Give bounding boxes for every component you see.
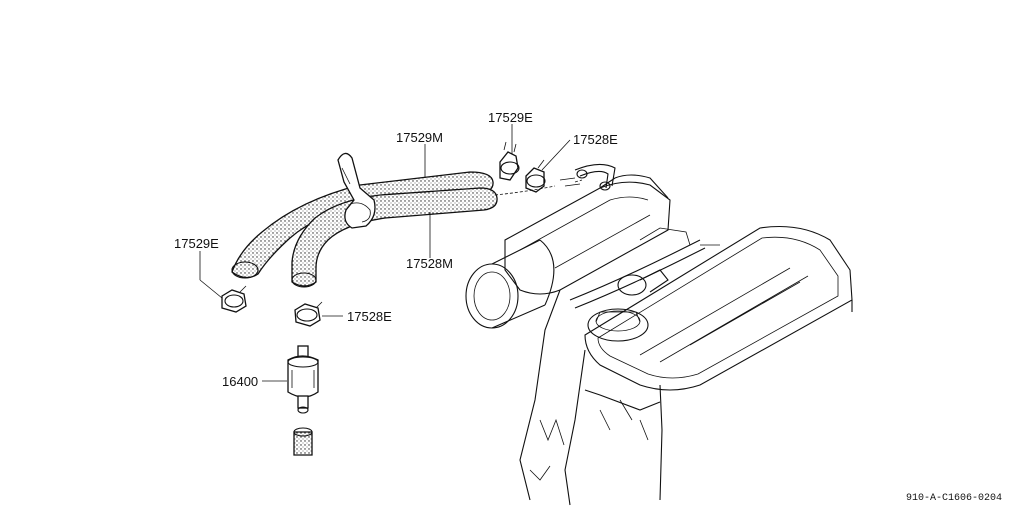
clamp-17529e-left[interactable] bbox=[221, 285, 247, 313]
fuel-hose-17528m[interactable] bbox=[291, 187, 498, 288]
clamp-17528e-mid[interactable] bbox=[294, 301, 323, 327]
figure-code: 910-A-C1606-0204 bbox=[906, 493, 1002, 504]
label-17528m: 17528M bbox=[406, 256, 453, 271]
label-16400: 16400 bbox=[222, 374, 258, 389]
hose-bracket bbox=[337, 152, 376, 229]
label-17528e-mid: 17528E bbox=[347, 309, 392, 324]
fuel-filter-16400[interactable] bbox=[287, 345, 319, 414]
label-17529m: 17529M bbox=[396, 130, 443, 145]
leader-lines bbox=[199, 124, 720, 382]
filter-outlet-hose bbox=[293, 427, 313, 456]
label-17529e-top: 17529E bbox=[488, 110, 533, 125]
fuel-pipe-fitting bbox=[559, 163, 616, 191]
engine-assembly bbox=[465, 174, 853, 506]
clamp-17528e-top-right[interactable] bbox=[525, 159, 546, 193]
label-17528e-top-right: 17528E bbox=[573, 132, 618, 147]
clamp-17529e-top[interactable] bbox=[499, 141, 520, 181]
label-17529e-left: 17529E bbox=[174, 236, 219, 251]
